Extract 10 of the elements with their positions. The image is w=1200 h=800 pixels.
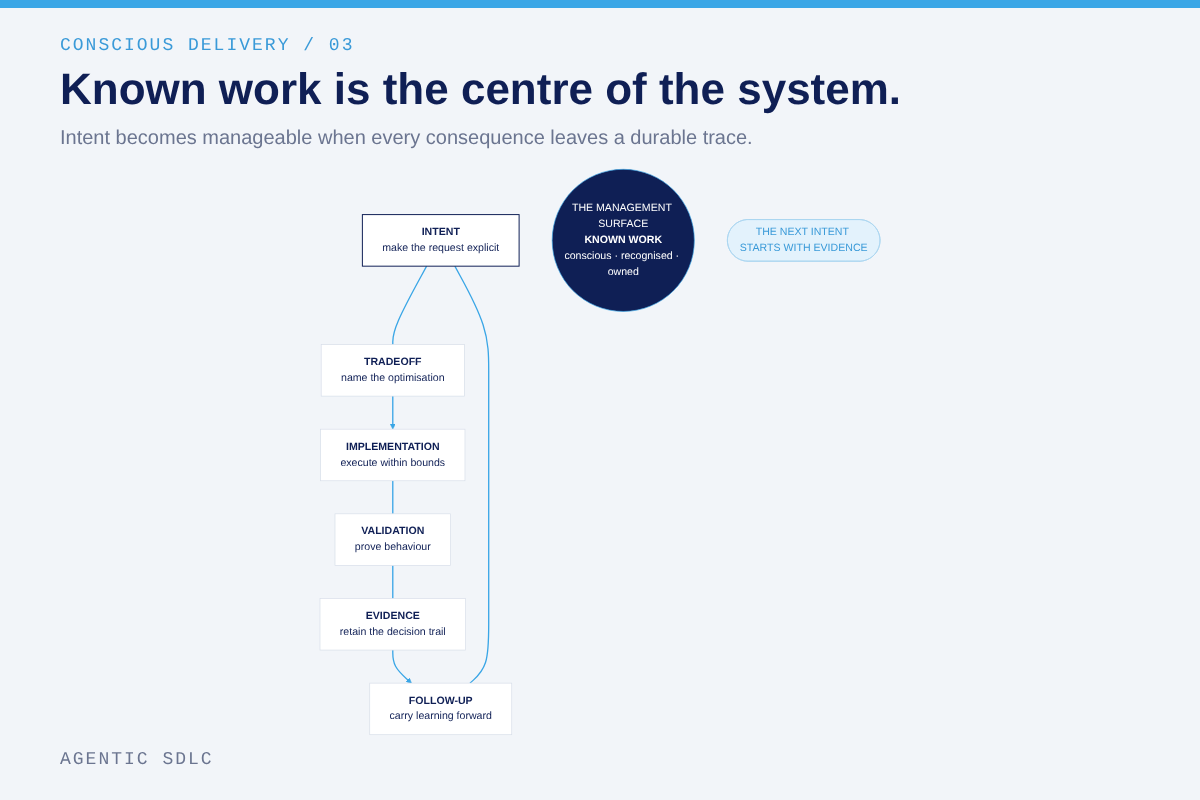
arrow (392, 649, 412, 684)
connector (392, 480, 394, 515)
subtitle: Intent becomes manageable when every consequence leaves a durable trace. (60, 128, 753, 150)
connector (392, 564, 394, 600)
connector (454, 265, 490, 684)
arrow (389, 395, 396, 430)
title: Known work is the centre of the system. (60, 64, 902, 116)
connector (392, 265, 428, 346)
footer-label: AGENTIC SDLC (60, 750, 214, 770)
section-label: CONSCIOUS DELIVERY / 03 (60, 36, 355, 56)
